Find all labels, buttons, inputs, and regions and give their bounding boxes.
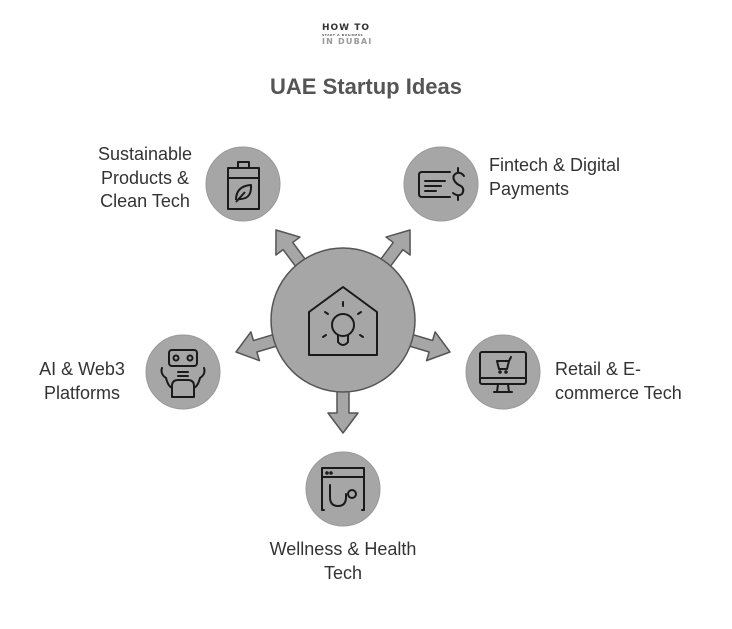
node-retail — [465, 334, 541, 410]
diagram-title: UAE Startup Ideas — [270, 74, 462, 99]
center-node — [270, 247, 416, 393]
label-wellness: Wellness & Health Tech — [269, 539, 417, 583]
logo: HOW TO START A BUSINESS IN DUBAI — [322, 23, 373, 46]
node-sustainable — [205, 146, 281, 222]
node-fintech — [403, 146, 479, 222]
monitor-cart-icon — [479, 351, 527, 393]
battery-leaf-icon — [227, 161, 260, 210]
label-sustainable: Sustainable Products & Clean Tech — [97, 144, 193, 211]
node-wellness — [305, 451, 381, 527]
label-ai: AI & Web3 Platforms — [39, 359, 125, 403]
browser-stethoscope-icon — [321, 467, 365, 511]
house-lightbulb-icon — [308, 286, 378, 356]
card-dollar-icon — [418, 167, 465, 201]
label-retail: Retail & E- commerce Tech — [555, 359, 682, 403]
node-ai — [145, 334, 221, 410]
robot-icon — [160, 349, 206, 398]
label-fintech: Fintech & Digital Payments — [489, 155, 621, 199]
